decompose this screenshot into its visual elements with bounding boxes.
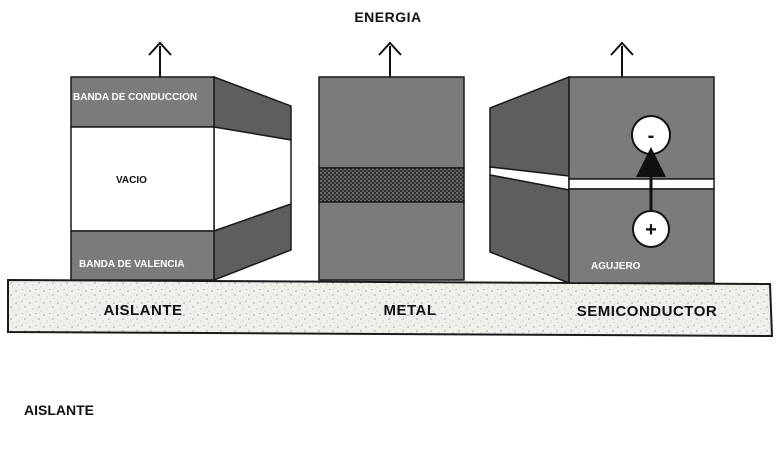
insulator-name: AISLANTE (104, 302, 183, 319)
insulator-conduction-band (70, 76, 215, 128)
metal-upper-band (318, 76, 465, 169)
semiconductor-gap (568, 178, 715, 190)
metal-lower-band (318, 201, 465, 281)
substrate-slab (7, 278, 774, 338)
energy-title: ENERGIA (354, 9, 421, 25)
energy-arrow-semiconductor (610, 41, 634, 77)
insulator-gap (70, 126, 215, 232)
semiconductor-block: - + AGUJERO (489, 75, 715, 285)
insulator-valence-band (70, 230, 215, 281)
metal-name: METAL (383, 302, 436, 319)
hole-label: AGUJERO (591, 261, 641, 272)
conduction-band-label: BANDA DE CONDUCCION (73, 92, 197, 103)
gap-label: VACIO (116, 175, 147, 186)
metal-overlap-band (318, 167, 465, 203)
footer-label: AISLANTE (24, 402, 94, 418)
insulator-block: BANDA DE CONDUCCION VACIO BANDA DE VALEN… (70, 75, 292, 282)
hole-sign: + (645, 219, 657, 241)
energy-arrow-insulator (148, 41, 172, 77)
semiconductor-side-upper (489, 75, 570, 177)
hole-circle (632, 210, 670, 248)
semiconductor-name: SEMICONDUCTOR (577, 303, 717, 320)
semiconductor-side-lower (489, 174, 570, 285)
valence-band-label: BANDA DE VALENCIA (79, 259, 185, 270)
metal-block (318, 76, 465, 281)
electron-sign: - (648, 125, 655, 147)
energy-arrow-metal (378, 41, 402, 77)
